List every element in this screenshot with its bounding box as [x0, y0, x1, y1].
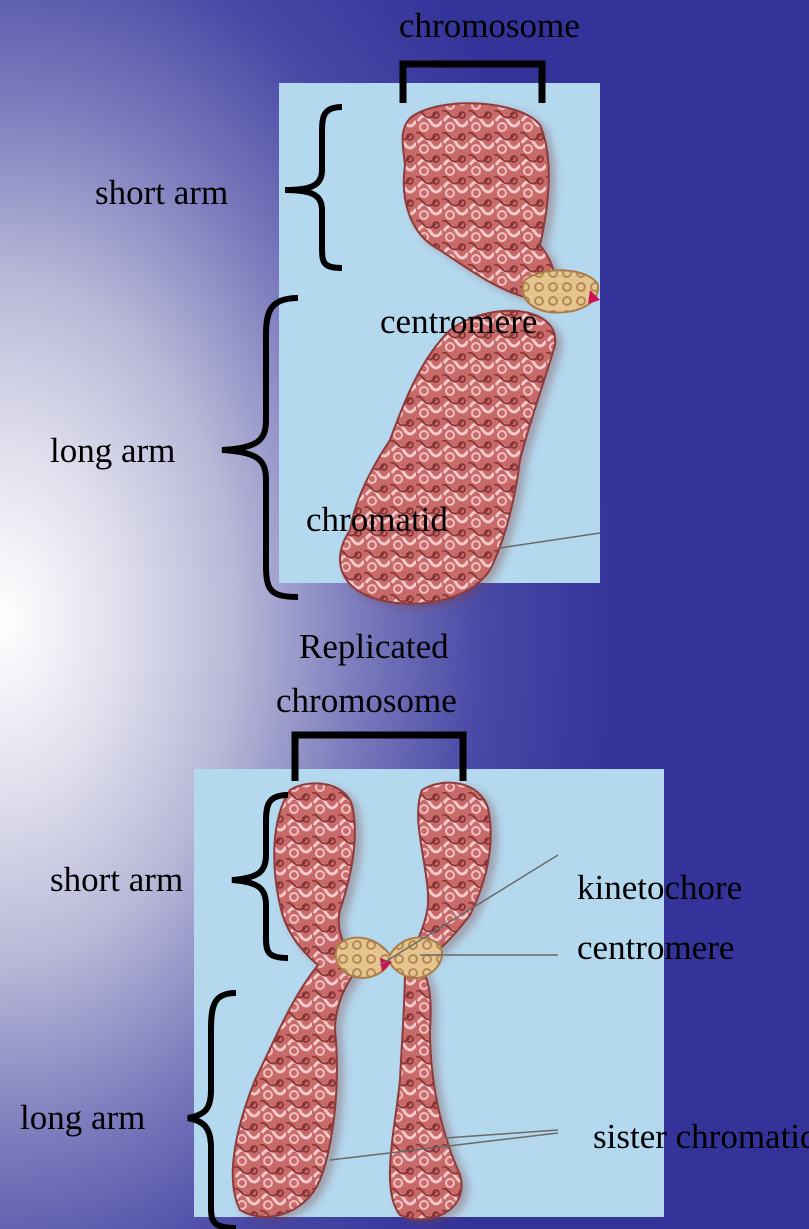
sister-chromatid-pointer-right — [445, 1130, 558, 1138]
bottom-long-arm-label: long arm — [20, 1100, 145, 1135]
top-long-arm-label: long arm — [50, 433, 175, 468]
top-long-arm-brace — [222, 298, 298, 597]
top-chromatid-label: chromatid — [306, 502, 448, 537]
bottom-long-arm-brace — [188, 993, 236, 1228]
sister-chromatid-right — [390, 783, 491, 1220]
chromatid-lower-segment — [340, 311, 555, 604]
replicated-label: Replicated — [299, 629, 449, 664]
chromatid-upper-segment — [403, 103, 554, 300]
bottom-short-arm-label: short arm — [50, 862, 183, 897]
replicated-chromosome-label: chromosome — [276, 683, 457, 718]
top-short-arm-brace — [285, 107, 342, 268]
sister-chromatid-left — [233, 783, 358, 1216]
sister-chromatids-label: sister chromatids — [593, 1119, 809, 1154]
top-chromatid-pointer — [500, 533, 600, 548]
top-short-arm-label: short arm — [95, 175, 228, 210]
centromere-bottom — [336, 938, 442, 979]
kinetochore-label: kinetochore — [577, 870, 742, 905]
bottom-chromosome-bracket — [295, 735, 463, 781]
top-chromosome-label: chromosome — [399, 8, 580, 43]
top-centromere-label: centromere — [380, 304, 537, 339]
top-chromosome-bracket — [403, 64, 542, 103]
bottom-centromere-label: centromere — [577, 930, 734, 965]
